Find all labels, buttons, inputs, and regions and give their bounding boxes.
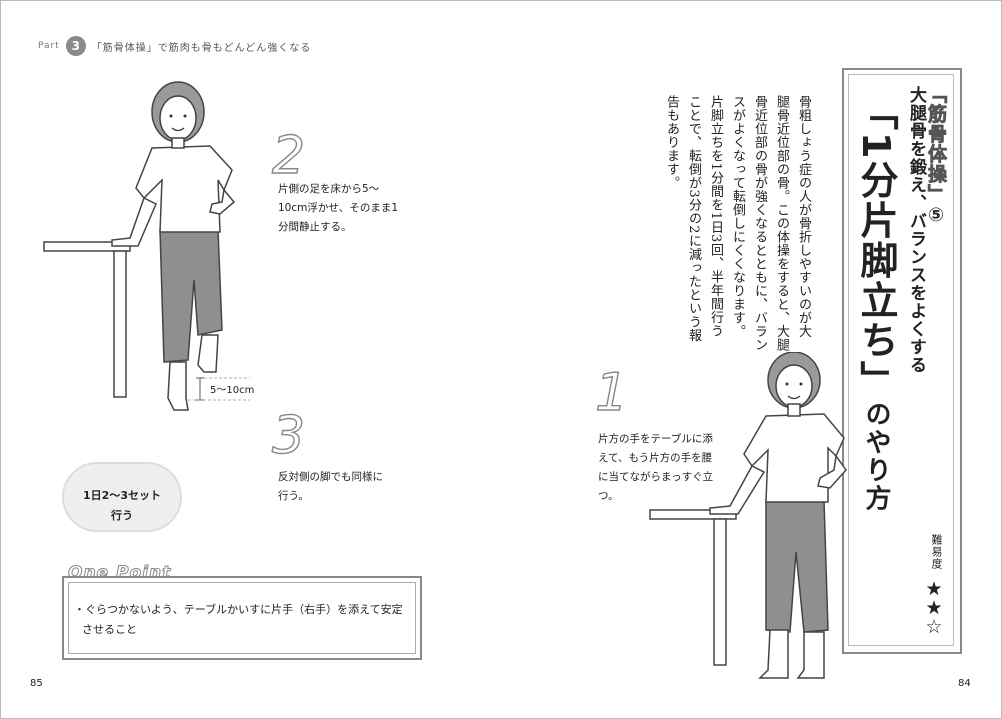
difficulty-label: 難易度: [930, 534, 943, 570]
running-header: Part 3 「筋骨体操」で筋肉も骨もどんどん強くなる: [38, 36, 311, 56]
sets-text: 1日2～3セット 行う: [83, 489, 161, 522]
step-3-text: 反対側の脚でも同様に 行う。: [278, 471, 383, 502]
one-point-text: ・ぐらつかないよう、テーブルかいすに片手（右手）を添えて安定 させること: [74, 603, 403, 636]
chapter-title: 「筋骨体操」で筋肉も骨もどんどん強くなる: [91, 42, 312, 54]
step-2-text: 片側の足を床から5～ 10cm浮かせ、そのまま1 分間静止する。: [278, 183, 399, 233]
star-icon: ★: [925, 578, 943, 600]
left-page-number: 85: [30, 678, 43, 689]
measure-label: 5～10cm: [210, 385, 255, 396]
series-label: 「筋骨体操」⑤: [925, 84, 948, 227]
right-page-number: 84: [958, 678, 971, 689]
body-paragraph: 骨粗しょう症の人が骨折しやすいのが大 腿骨近位部の骨。この体操をすると、大腿 骨…: [664, 95, 811, 352]
star-icon: ★: [925, 597, 943, 619]
step-1-number: 1: [594, 363, 629, 423]
step-2-number: 2: [271, 126, 306, 186]
difficulty-stars: ★ ★ ☆: [924, 580, 944, 637]
one-point-inner: [68, 582, 416, 654]
title-tab: [842, 68, 962, 654]
part-number-badge: 3: [65, 36, 86, 56]
main-title: 「1分片脚立ち」のやり方: [854, 92, 898, 513]
step-3-number: 3: [271, 406, 306, 466]
title-tab-inner: [848, 74, 954, 646]
standing-illustration: [649, 352, 847, 679]
sets-cloud: [62, 462, 182, 532]
one-leg-stand-illustration: [43, 81, 250, 411]
step-1-text: 片方の手をテーブルに添 えて、もう片方の手を腰 に当てながらまっすぐ立 つ。: [598, 433, 714, 502]
subtitle: 大腿骨を鍛え、バランスをよくする: [906, 86, 926, 374]
star-outline-icon: ☆: [925, 616, 943, 638]
part-label: Part: [38, 41, 60, 51]
one-point-box: ・ぐらつかないよう、テーブルかいすに片手（右手）を添えて安定 させること: [62, 576, 422, 660]
